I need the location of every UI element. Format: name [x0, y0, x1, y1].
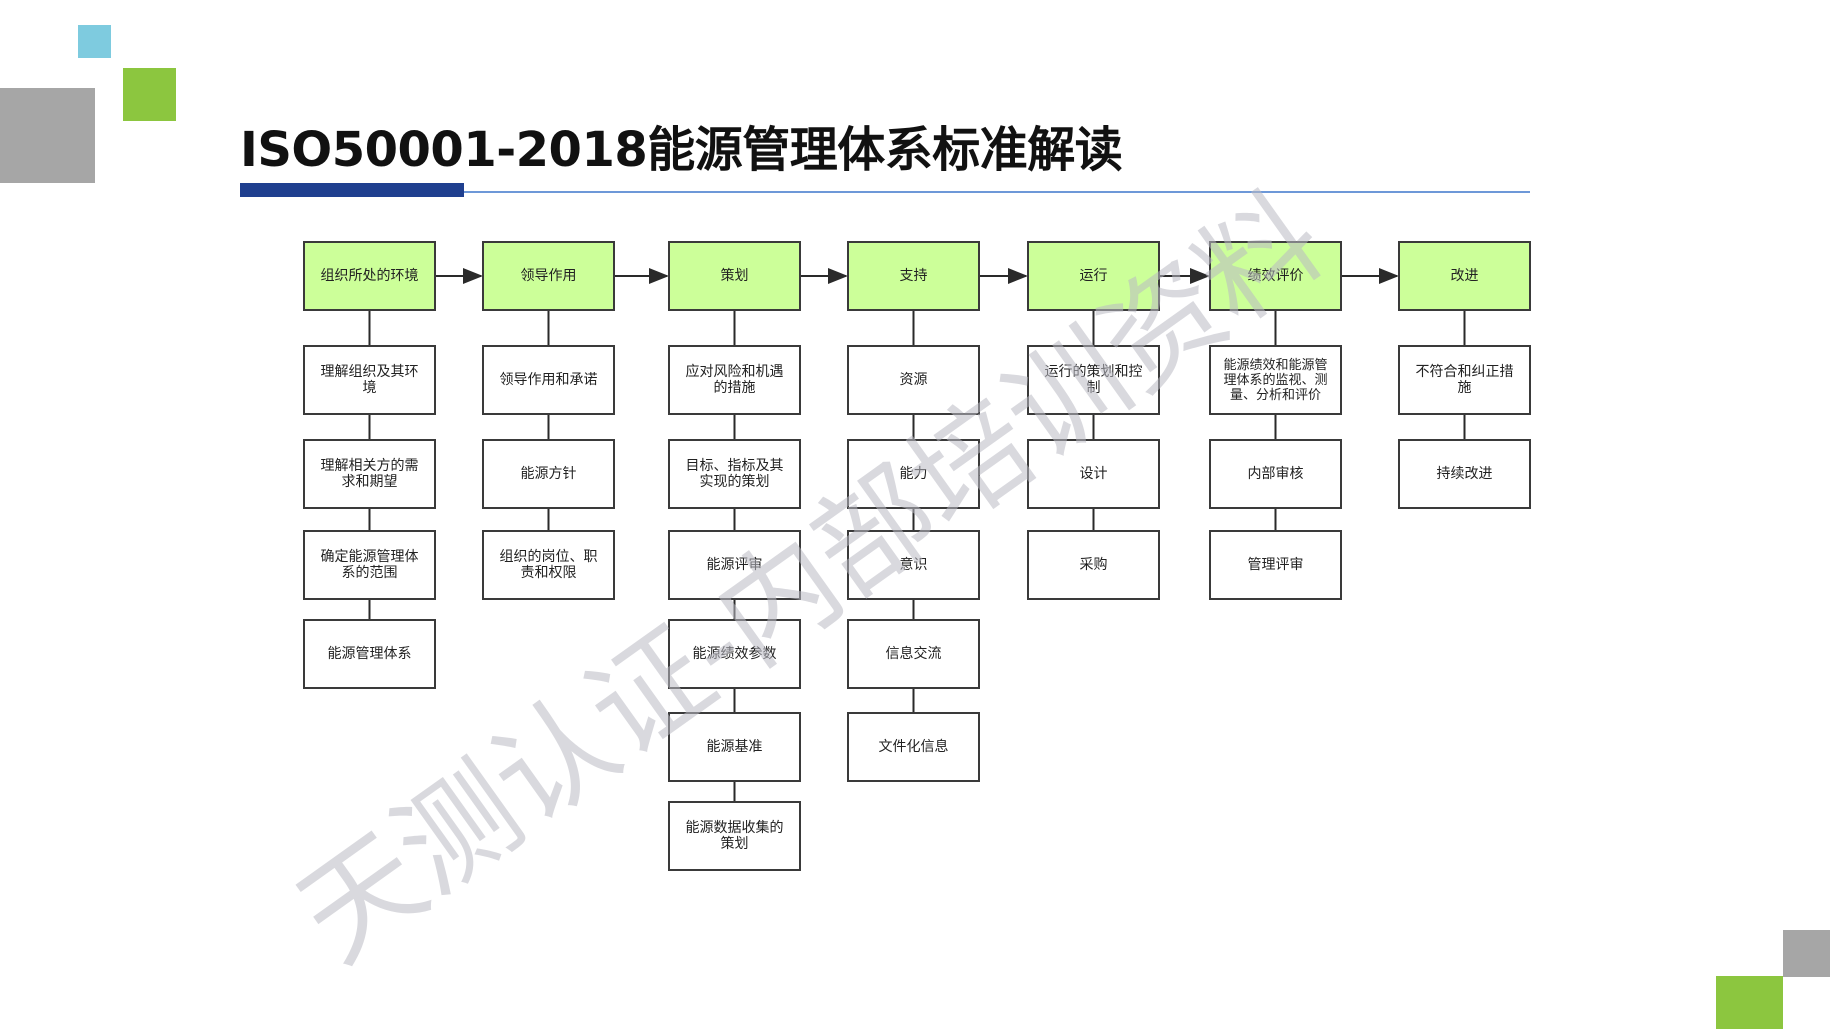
clause-item: 领导作用和承诺 — [482, 345, 615, 415]
clause-header: 策划 — [668, 241, 801, 311]
clause-item: 设计 — [1027, 439, 1160, 509]
clause-item: 资源 — [847, 345, 980, 415]
clause-item: 意识 — [847, 530, 980, 600]
clause-item: 文件化信息 — [847, 712, 980, 782]
clause-item: 组织的岗位、职责和权限 — [482, 530, 615, 600]
decor-square-gray-bottom — [1783, 930, 1830, 977]
clause-item: 信息交流 — [847, 619, 980, 689]
decor-square-teal — [78, 25, 111, 58]
clause-item: 采购 — [1027, 530, 1160, 600]
clause-item: 能源绩效参数 — [668, 619, 801, 689]
clause-item: 理解组织及其环境 — [303, 345, 436, 415]
page-title: ISO50001-2018能源管理体系标准解读 — [240, 122, 1123, 178]
clause-header: 绩效评价 — [1209, 241, 1342, 311]
clause-header: 支持 — [847, 241, 980, 311]
clause-item: 理解相关方的需求和期望 — [303, 439, 436, 509]
clause-item: 能源评审 — [668, 530, 801, 600]
clause-item: 确定能源管理体系的范围 — [303, 530, 436, 600]
clause-item: 目标、指标及其实现的策划 — [668, 439, 801, 509]
clause-item: 持续改进 — [1398, 439, 1531, 509]
clause-item: 内部审核 — [1209, 439, 1342, 509]
clause-item: 能源绩效和能源管理体系的监视、测量、分析和评价 — [1209, 345, 1342, 415]
clause-item: 不符合和纠正措施 — [1398, 345, 1531, 415]
clause-header: 领导作用 — [482, 241, 615, 311]
decor-square-green — [123, 68, 176, 121]
decor-square-green-bottom — [1716, 976, 1783, 1029]
clause-item: 管理评审 — [1209, 530, 1342, 600]
clause-item: 能源数据收集的策划 — [668, 801, 801, 871]
clause-item: 运行的策划和控制 — [1027, 345, 1160, 415]
clause-item: 应对风险和机遇的措施 — [668, 345, 801, 415]
clause-item: 能源基准 — [668, 712, 801, 782]
clause-header: 组织所处的环境 — [303, 241, 436, 311]
clause-item: 能力 — [847, 439, 980, 509]
title-underline-thick — [240, 183, 464, 197]
clause-item: 能源管理体系 — [303, 619, 436, 689]
title-underline-thin — [464, 191, 1530, 193]
clause-header: 改进 — [1398, 241, 1531, 311]
clause-header: 运行 — [1027, 241, 1160, 311]
decor-square-gray — [0, 88, 95, 183]
clause-item: 能源方针 — [482, 439, 615, 509]
